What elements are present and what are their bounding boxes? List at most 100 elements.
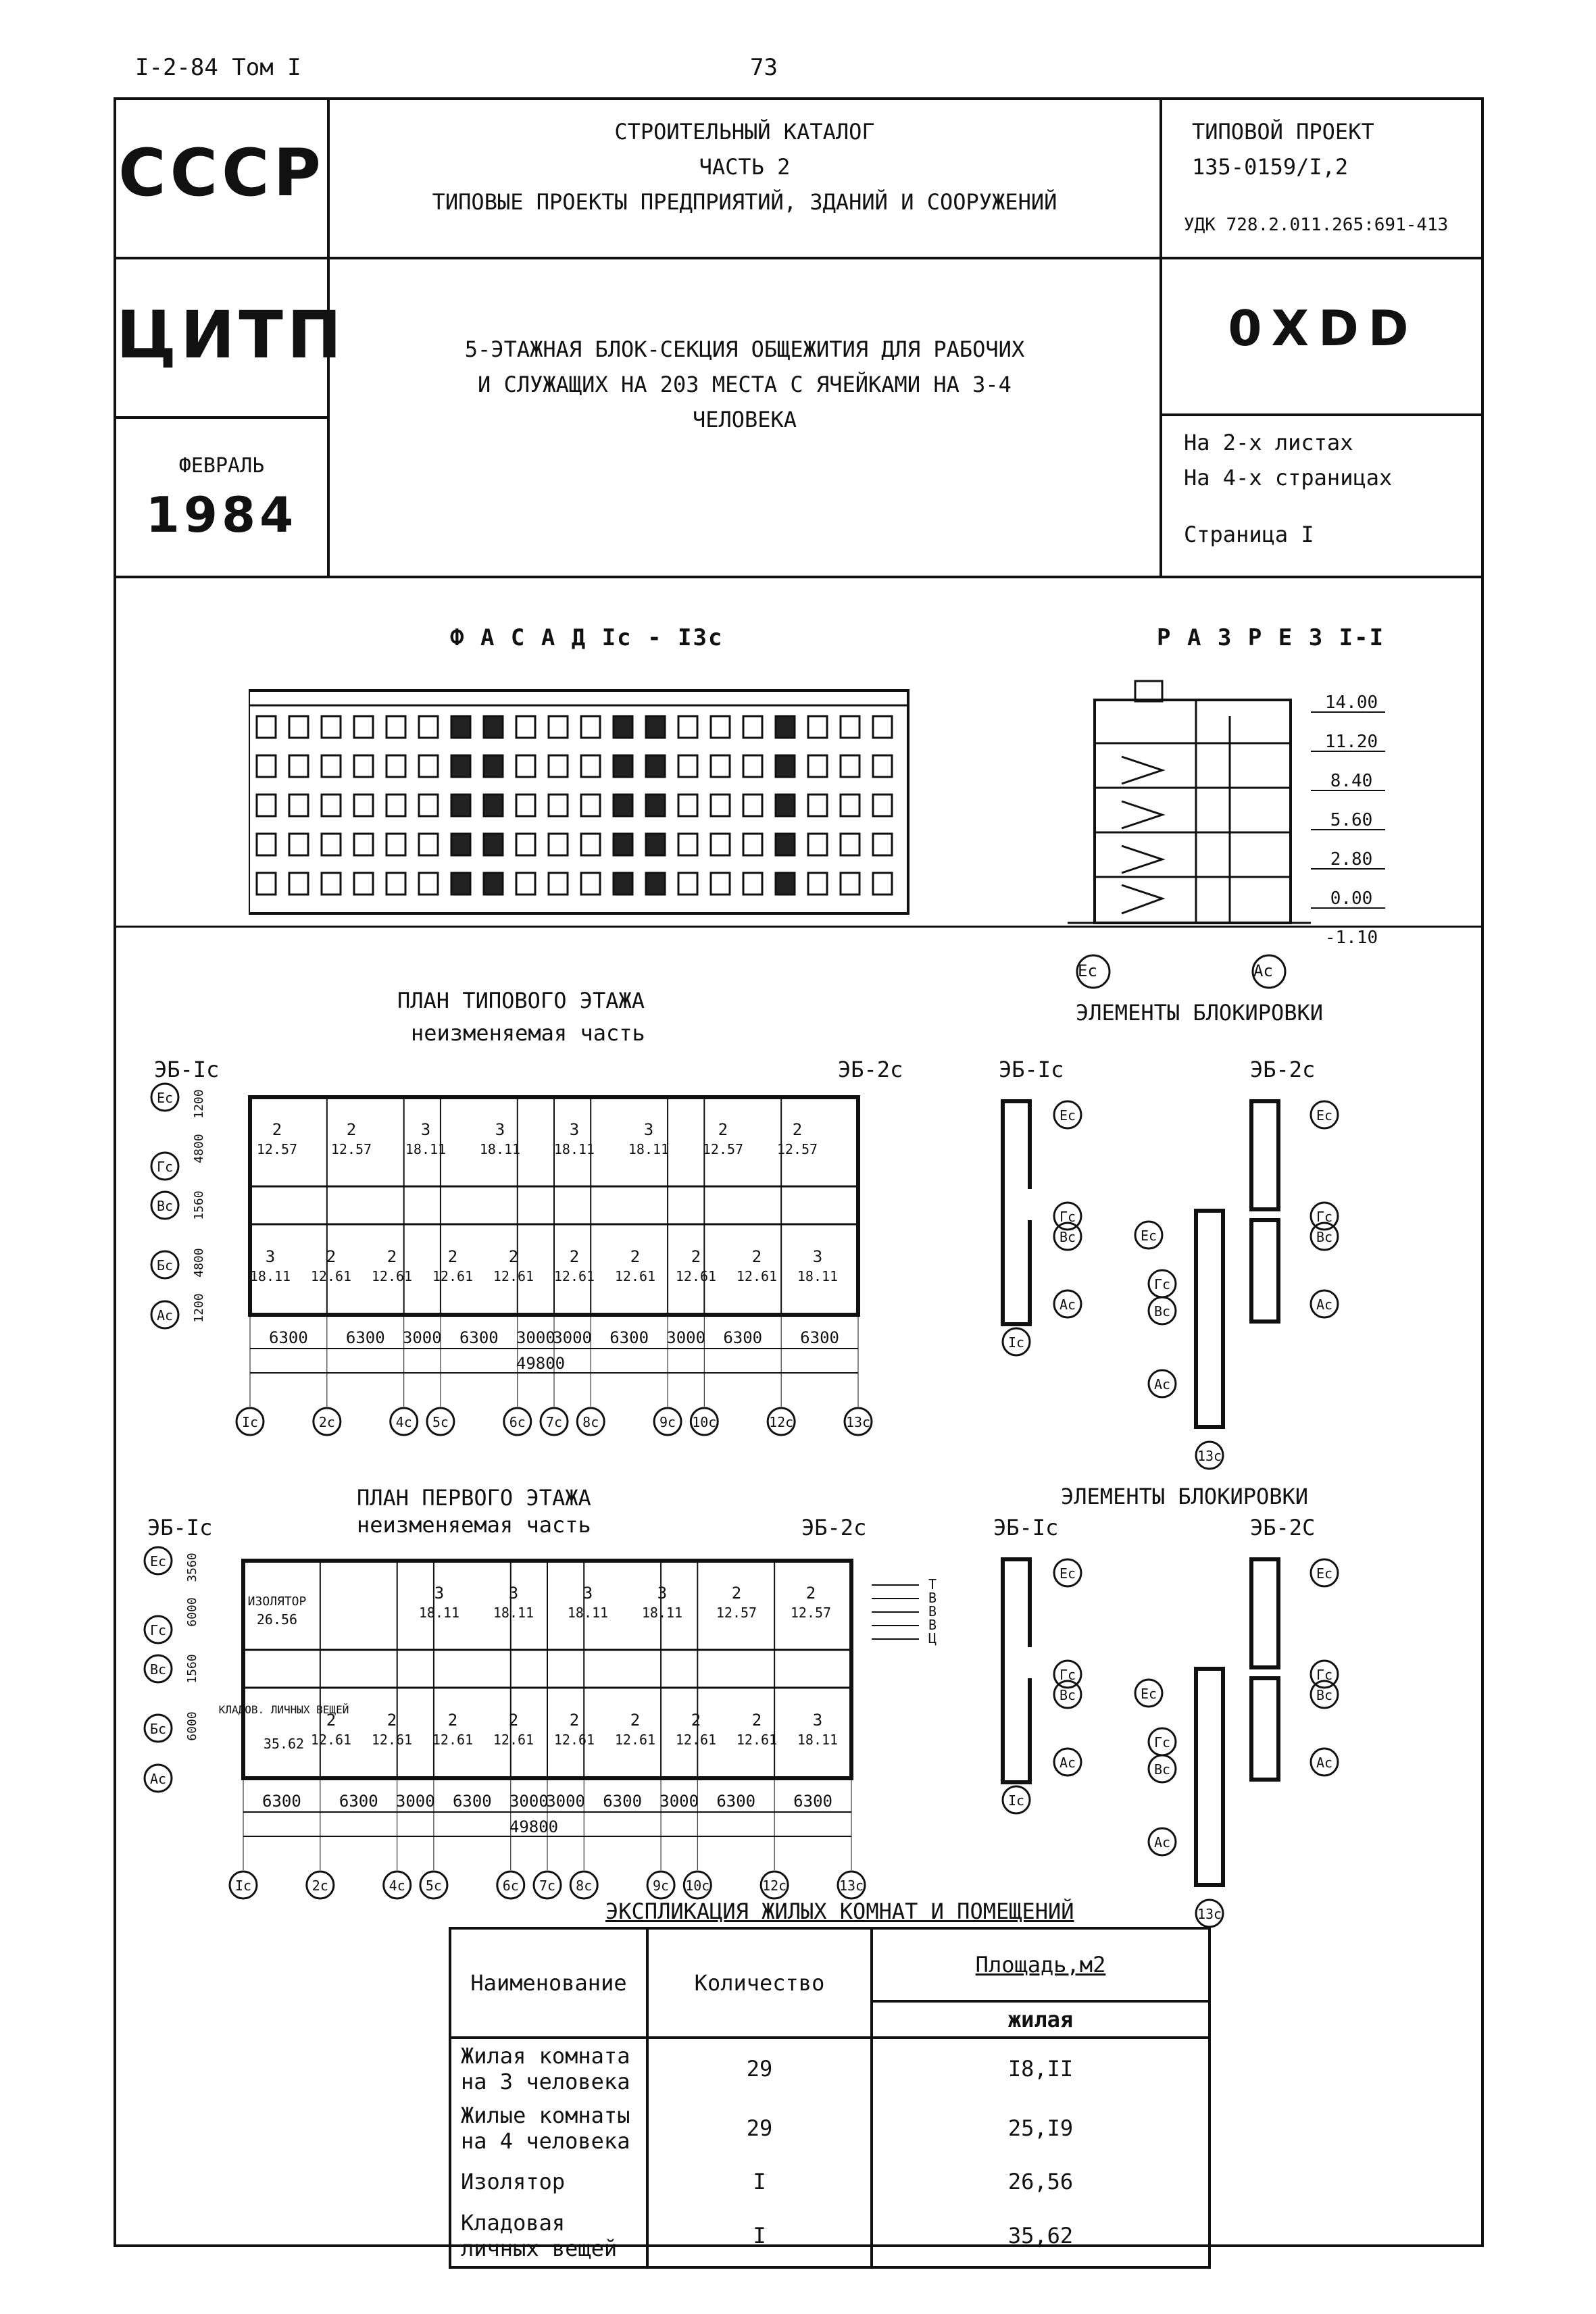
span-dimension: 6300 [716, 1792, 755, 1811]
room-occupancy: 2 [570, 1247, 579, 1266]
facade-window [709, 715, 731, 739]
left-dimension: 6000 [185, 1597, 199, 1626]
facade-window [482, 872, 504, 896]
span-dimension: 3000 [403, 1328, 442, 1347]
facade-window [515, 793, 537, 818]
row-axis-label: Гс [157, 1159, 173, 1175]
room-area: 12.61 [737, 1732, 777, 1748]
stamp-row-line-1 [114, 257, 1484, 259]
column-axis-label: 13с [839, 1878, 864, 1894]
facade-window [677, 715, 699, 739]
column-axis-circle [382, 1870, 412, 1900]
stamp-row-line-2 [114, 416, 330, 419]
column-axis-circle [539, 1407, 569, 1436]
blocking-right-wall-top [1249, 1557, 1280, 1669]
facade-window [839, 754, 861, 778]
blocking-axis-inner-label: Ас [1154, 1376, 1170, 1392]
row-axis-label: Вс [157, 1198, 173, 1214]
facade-window [839, 832, 861, 857]
facade-window [612, 793, 634, 818]
facade-window [677, 793, 699, 818]
column-axis-label: 7с [546, 1414, 562, 1430]
facade-window [288, 793, 309, 818]
facade-window [872, 793, 893, 818]
room-area: 12.61 [615, 1732, 655, 1748]
header-name: Наименование [449, 1927, 649, 2039]
isolator-area: 26.56 [257, 1611, 297, 1628]
document-code: I-2-84 Том I [135, 54, 301, 81]
left-dimension: 3560 [185, 1553, 199, 1582]
blocking-axis-left-label: Ас [1059, 1297, 1076, 1313]
facade-window [612, 872, 634, 896]
column-axis-circle [689, 1407, 719, 1436]
sheets-count: На 2-х листах [1184, 430, 1353, 455]
row-axis-label: Гс [150, 1622, 166, 1638]
facade-window [709, 793, 731, 818]
row-axis-circle [150, 1151, 180, 1181]
room-area: 12.61 [493, 1268, 534, 1284]
row-name: Изолятор [449, 2158, 649, 2205]
facade-window [288, 832, 309, 857]
row-axis-circle [143, 1546, 173, 1576]
blocking-axis-bottom-circle [1195, 1898, 1224, 1928]
row-axis-circle [150, 1300, 180, 1330]
blocking-axis-inner-label: Гс [1154, 1276, 1170, 1292]
row-name: Жилая комната на 3 человека [449, 2036, 649, 2098]
blocking-axis-right-circle [1310, 1659, 1339, 1689]
column-axis-circle [569, 1870, 599, 1900]
blocking-axis-right-circle [1310, 1222, 1339, 1251]
first-plan-subtitle: неизменяемая часть [357, 1512, 591, 1538]
room-area: 12.57 [777, 1141, 818, 1157]
blocking-axis-left-label: Вс [1059, 1229, 1076, 1245]
room-area: 12.61 [432, 1268, 473, 1284]
blocking-right-2: ЭБ-2С [1250, 1515, 1316, 1540]
column-axis-label: 8с [576, 1878, 592, 1894]
room-occupancy: 3 [266, 1247, 275, 1266]
facade-window [774, 754, 796, 778]
column-axis-label: 13с [846, 1414, 870, 1430]
blocking-axis-right-circle [1310, 1680, 1339, 1709]
span-dimension: 6300 [346, 1328, 385, 1347]
table-row: Кладовая личных вещей I 35,62 [449, 2205, 1211, 2269]
catalog-line-3: ТИПОВЫЕ ПРОЕКТЫ ПРЕДПРИЯТИЙ, ЗДАНИЙ И СО… [432, 189, 1057, 215]
column-axis-circle [576, 1407, 605, 1436]
column-axis-circle [312, 1407, 342, 1436]
room-area: 18.11 [250, 1268, 291, 1284]
row-axis-circle [143, 1615, 173, 1644]
blocking-left-wall [1001, 1557, 1032, 1784]
facade-window [742, 715, 764, 739]
facade-window [482, 832, 504, 857]
facade-window [839, 872, 861, 896]
typical-floor-plan: 212.57212.57318.11318.11318.11318.11212.… [150, 1082, 873, 1436]
facade-window [450, 715, 472, 739]
blocking-right-wall-low [1194, 1209, 1225, 1429]
row-qty: I [646, 2158, 873, 2205]
span-dimension: 6300 [269, 1328, 308, 1347]
column-axis-circle [235, 1407, 265, 1436]
blocking-axis-inner-label: Вс [1154, 1761, 1170, 1778]
blocking-axis-left-label: Ес [1059, 1565, 1076, 1582]
room-occupancy: 3 [434, 1584, 444, 1603]
facade-window [612, 715, 634, 739]
facade-window [677, 872, 699, 896]
room-occupancy: 3 [495, 1120, 505, 1139]
column-axis-label: 6с [503, 1878, 519, 1894]
room-area: 12.57 [716, 1605, 757, 1621]
facade-window [385, 832, 407, 857]
title-line-2: И СЛУЖАЩИХ НА 203 МЕСТА С ЯЧЕЙКАМИ НА 3-… [478, 372, 1012, 397]
room-area: 12.57 [257, 1141, 297, 1157]
room-occupancy: 3 [509, 1584, 518, 1603]
column-axis-circle [759, 1870, 789, 1900]
room-area: 18.11 [628, 1141, 669, 1157]
facade-window [482, 715, 504, 739]
blocking-axis-left-label: Вс [1059, 1687, 1076, 1703]
room-area: 18.11 [405, 1141, 446, 1157]
facade-window [645, 872, 666, 896]
room-occupancy: 2 [570, 1711, 579, 1730]
room-area: 12.61 [676, 1268, 716, 1284]
row-axis-circle [150, 1250, 180, 1280]
blocking-axis-bottom-label: 13с [1197, 1906, 1222, 1922]
facade-window [580, 793, 601, 818]
facade-window [872, 754, 893, 778]
room-occupancy: 2 [630, 1711, 640, 1730]
